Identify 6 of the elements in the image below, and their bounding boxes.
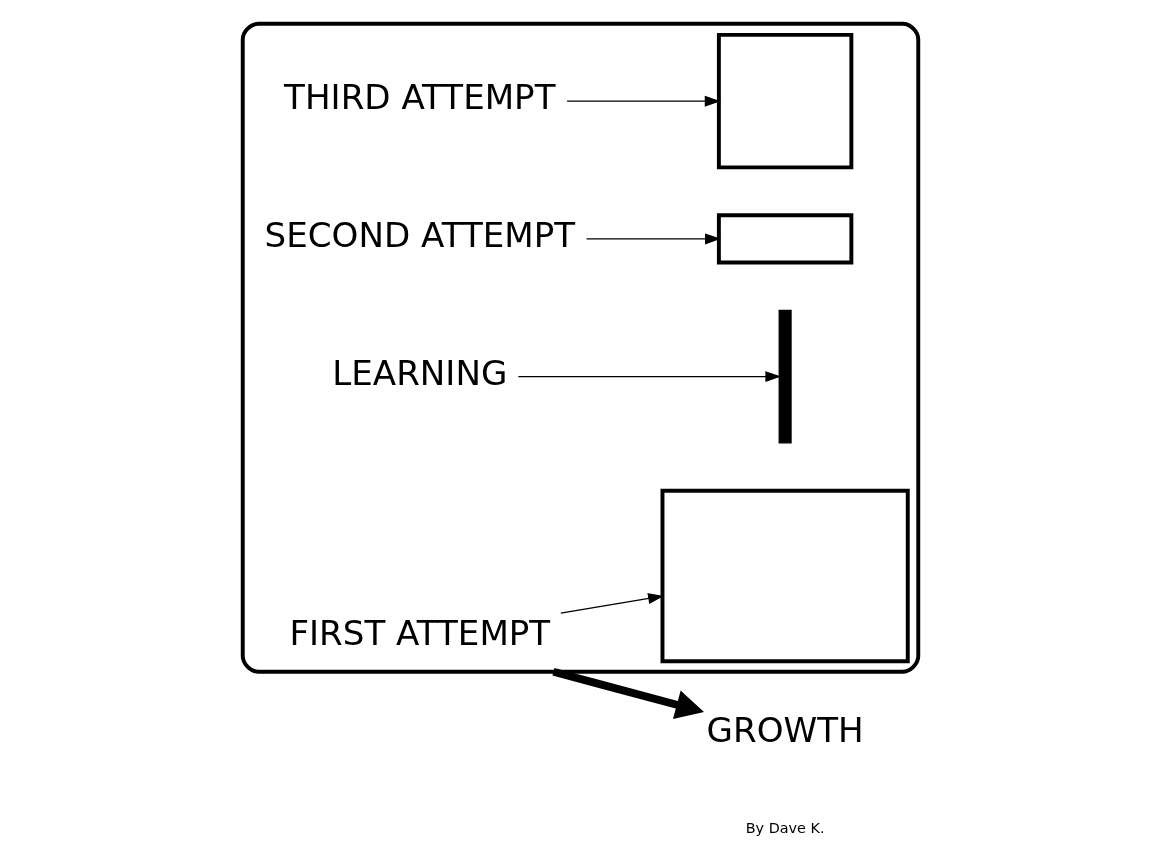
node-text: GROWTH [706, 709, 864, 750]
node-text: FIRST ATTEMPT [288, 612, 550, 653]
label: By Dave K. [745, 819, 825, 836]
node-text: LEARNING [331, 352, 507, 393]
node-text: SECOND ATTEMPT [264, 215, 575, 256]
node-text: THIRD ATTEMPT [283, 77, 556, 118]
